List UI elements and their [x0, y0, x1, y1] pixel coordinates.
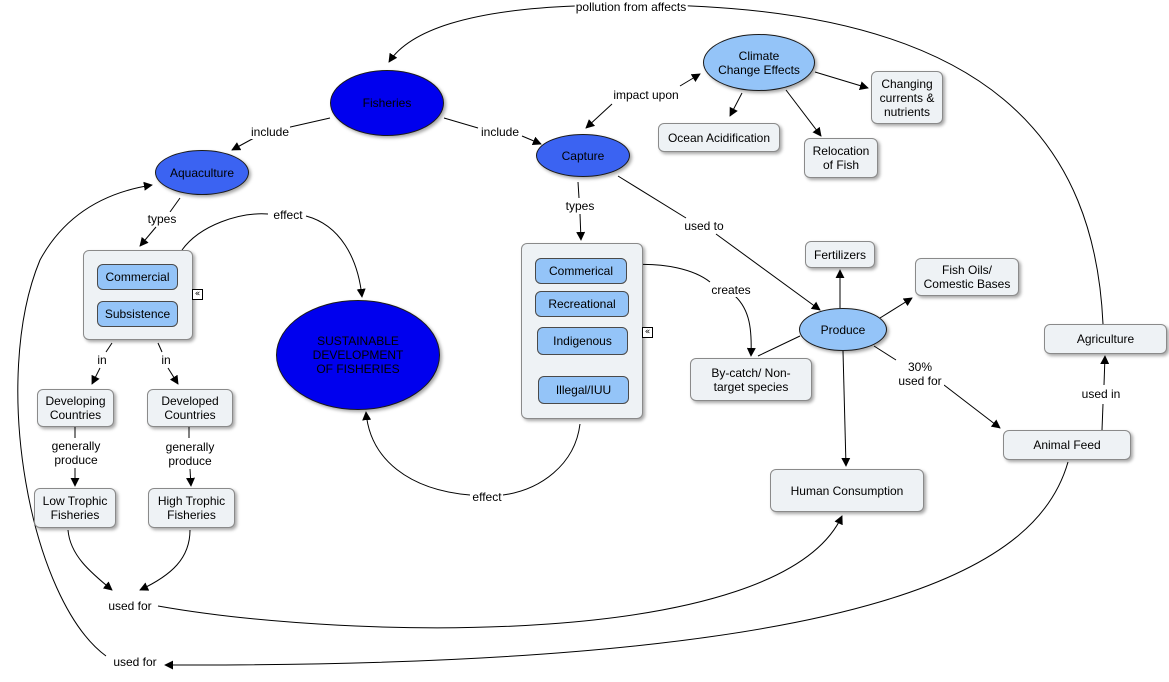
node-fisheries[interactable]: Fisheries [330, 70, 444, 136]
link-low-usedfor [67, 529, 113, 591]
node-high-trophic[interactable]: High Trophic Fisheries [148, 488, 235, 528]
link-label-types-capture: types [564, 199, 596, 213]
link-impact-upon-a [585, 103, 613, 129]
link-label-creates: creates [710, 283, 752, 297]
link-used-to-b [715, 233, 821, 311]
link-label-pollution-from-affects: pollution from affects [574, 0, 688, 14]
link-usedfor-aquaculture [17, 181, 153, 657]
link-label-used-for-bottom: used for [112, 655, 158, 669]
node-relocation-of-fish[interactable]: Relocation of Fish [804, 138, 878, 178]
link-cc-currents [814, 71, 869, 90]
link-label-thirty-percent: 30% used for [896, 360, 944, 388]
node-aquaculture[interactable]: Aquaculture [155, 150, 249, 195]
link-produce-fishoils [879, 297, 913, 319]
node-illegal-iuu[interactable]: Illegal/IUU [538, 376, 629, 404]
link-effect-top-b [305, 215, 366, 298]
node-indigenous[interactable]: Indigenous [537, 327, 628, 355]
link-thirty-b [943, 384, 1001, 429]
link-used-to-a [617, 175, 687, 219]
node-produce[interactable]: Produce [799, 308, 887, 351]
node-changing-currents[interactable]: Changing currents & nutrients [871, 71, 943, 124]
node-recreational[interactable]: Recreational [535, 291, 629, 317]
link-include-right-a [443, 117, 479, 129]
node-subsistence[interactable]: Subsistence [97, 301, 178, 327]
node-fertilizers[interactable]: Fertilizers [805, 241, 875, 268]
node-bycatch[interactable]: By-catch/ Non-target species [690, 358, 812, 401]
node-commercial-aquaculture[interactable]: Commercial [97, 264, 178, 290]
link-effect-bottom-a [502, 423, 581, 496]
link-types-aqua-b [139, 226, 157, 247]
link-used-in-a [1101, 403, 1104, 431]
link-label-in-right: in [160, 353, 172, 367]
link-types-capture-b [576, 213, 586, 241]
link-thirty-a [873, 345, 897, 361]
link-label-include-left: include [249, 125, 291, 139]
link-in-left-a [105, 342, 113, 353]
link-effect-top-a [181, 213, 269, 251]
link-label-impact-upon: impact upon [612, 88, 680, 102]
node-low-trophic[interactable]: Low Trophic Fisheries [34, 488, 116, 528]
link-in-right-b [167, 367, 179, 385]
link-pollution-from-affects [639, 4, 1104, 325]
node-commerical-capture[interactable]: Commerical [535, 258, 627, 284]
link-label-in-left: in [96, 353, 108, 367]
node-sustainable-development[interactable]: SUSTAINABLE DEVELOPMENT OF FISHERIES [276, 300, 440, 410]
node-fish-oils[interactable]: Fish Oils/ Comestic Bases [915, 258, 1019, 296]
link-label-include-right: include [479, 125, 521, 139]
link-cc-relocation [785, 89, 822, 137]
node-agriculture[interactable]: Agriculture [1044, 324, 1167, 354]
link-include-left-b [231, 137, 255, 151]
link-label-generally-produce-right: generally produce [162, 440, 218, 468]
node-animal-feed[interactable]: Animal Feed [1003, 430, 1131, 460]
expand-group-icon[interactable]: « [642, 327, 653, 338]
node-human-consumption[interactable]: Human Consumption [770, 469, 924, 512]
link-include-right-b [521, 135, 542, 146]
link-types-capture-a [577, 181, 580, 199]
link-types-aqua-a [169, 197, 181, 213]
link-in-right-a [157, 342, 163, 353]
link-pollution-from-affects-arrow [388, 5, 576, 63]
link-high-usedfor [139, 529, 191, 591]
link-label-effect-top: effect [272, 208, 304, 222]
link-creates-b [734, 295, 756, 357]
link-cc-ocean [729, 92, 743, 117]
link-produce-bycatch [757, 335, 801, 357]
link-used-in-b [1100, 355, 1110, 386]
link-label-used-to: used to [683, 219, 725, 233]
link-gen-right-b [186, 468, 196, 487]
node-developing-countries[interactable]: Developing Countries [37, 389, 114, 427]
node-capture[interactable]: Capture [536, 134, 630, 177]
link-label-effect-bottom: effect [471, 490, 503, 504]
link-animalfeed-usedfor [164, 461, 1069, 670]
node-developed-countries[interactable]: Developed Countries [147, 389, 233, 427]
expand-group-icon[interactable]: « [192, 289, 203, 300]
link-impact-upon-b [679, 73, 701, 87]
link-effect-bottom-b [362, 411, 471, 496]
link-label-used-for-mid: used for [107, 599, 153, 613]
node-climate-change-effects[interactable]: Climate Change Effects [703, 34, 815, 91]
link-in-left-b [91, 367, 101, 385]
node-ocean-acidification[interactable]: Ocean Acidification [658, 123, 780, 152]
link-label-generally-produce-left: generally produce [48, 439, 104, 467]
link-include-left-a [285, 117, 331, 129]
link-label-used-in: used in [1080, 387, 1122, 401]
link-produce-human [841, 350, 851, 467]
link-label-types-aqua: types [146, 212, 178, 226]
link-usedfor-human [157, 515, 843, 629]
